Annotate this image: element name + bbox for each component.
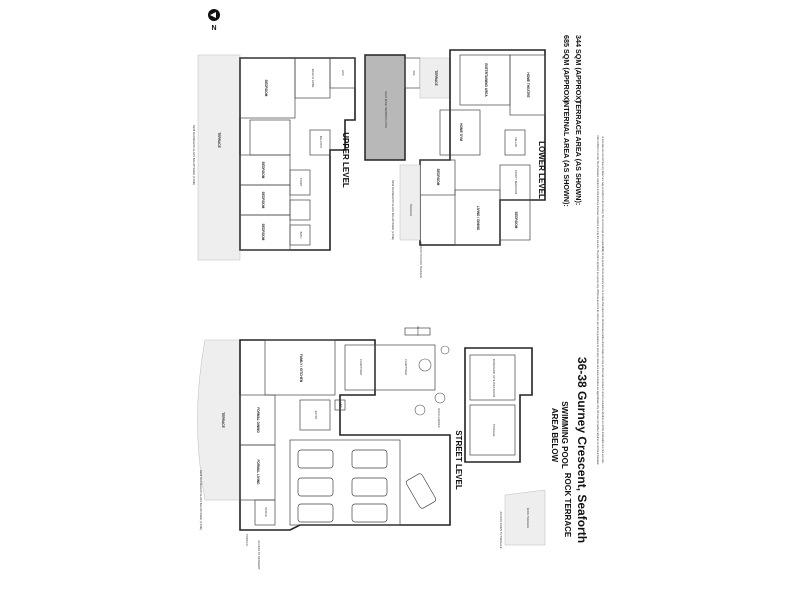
courtyard-1: COURTYARD (359, 359, 363, 375)
street-level-title: STREET LEVEL (454, 430, 463, 490)
lower-level-title: LOWER LEVEL (537, 141, 546, 199)
entry: ENTRY (314, 411, 318, 420)
office: OFFICE (264, 507, 268, 517)
terrace-area-value: 344 SQM (APPROX) (574, 35, 583, 103)
courtyard-2: COURTYARD (404, 359, 408, 375)
internal-area-value: 685 SQM (APPROX) (562, 35, 571, 103)
access-driveway-note: ACCESS TO DRIVEWAY (257, 540, 261, 569)
portico: PORTICO (245, 534, 249, 546)
formal-dining: FORMAL DINING (256, 407, 260, 433)
home-theatre: HOME THEATRE (526, 72, 530, 97)
garage (289, 439, 401, 526)
upper-bedroom-3: BEDROOM (261, 192, 265, 209)
lower-level-plan: HEAT EDGE SWIMMING POOL SPA TERRACE ENTE… (364, 49, 546, 278)
street-level-plan: TERRACE SEMI FRAMELESS GLASS BALUSTRADE … (197, 326, 572, 570)
address-title: 36-38 Gurney Crescent, Seaforth (575, 357, 589, 543)
lift: LIFT (339, 402, 343, 408)
pool-label: HEAT EDGE SWIMMING POOL (384, 91, 388, 129)
upper-ens: ENS (341, 70, 345, 76)
disclaimer-line-1: DISCLAIMER CLAUSE The information contai… (596, 135, 599, 465)
area-stats: INTERNAL AREA (AS SHOWN): 685 SQM (APPRO… (562, 35, 583, 207)
upper-bedroom-1: BEDROOM (264, 80, 268, 97)
spa-label: SPA (412, 71, 416, 76)
area-below-line-2: SWIMMING POOL (560, 401, 569, 469)
lower-bedroom-1: BEDROOM (436, 169, 440, 186)
lower-access-note: ACCESS TO ROCK TERRACE (419, 242, 423, 278)
north-label: N (211, 25, 216, 32)
rock-terrace-title: ROCK TERRACE (563, 473, 572, 538)
upper-bedroom-4: BEDROOM (261, 224, 265, 241)
terrace-area-label: TERRACE AREA (AS SHOWN): (574, 100, 583, 205)
upper-bath: BATH (299, 232, 303, 239)
formal-living: FORMAL LIVING (256, 459, 260, 485)
upper-bedroom-2: BEDROOM (261, 162, 265, 179)
rock-terrace-inner: ROCK TERRACE (526, 508, 530, 529)
living-dining: LIVING / DINING (476, 206, 480, 231)
outbuilding (464, 347, 533, 463)
access-rock-note: ACCESS DOWN TO TERRACE (499, 512, 503, 549)
rock-terrace (504, 489, 546, 546)
area-below-line-1: AREA BELOW (550, 408, 559, 463)
bench: BENCH (416, 326, 420, 335)
workshop: WORKSHOP / UTILITIES ROOM (492, 359, 496, 397)
upper-level-plan: TERRACE SEMI FRAMELESS GLASS BALUSTRADE … (192, 54, 356, 261)
upper-terrace (197, 54, 241, 261)
garden-plants (414, 345, 450, 416)
family-kitchen: FAMILY / KITCHEN (299, 354, 303, 383)
lower-glass-note: SEMI FRAMELESS GLASS BALUSTRADE (1.0MH) (391, 180, 395, 240)
rock-garden: ROCK GARDEN (437, 408, 441, 427)
street-glass-note: SEMI FRAMELESS GLASS BALUSTRADE (1.0MH) (199, 470, 203, 530)
street-terrace: TERRACE (221, 412, 225, 427)
disclaimer-line-2: is accurate and do not have any belief o… (601, 136, 604, 464)
swimming-pool (364, 54, 406, 161)
upper-balcony: BALCONY (319, 136, 323, 149)
upper-glass-note: SEMI FRAMELESS GLASS BALUSTRADE (1.0MH) (192, 125, 196, 185)
upper-level-title: UPPER LEVEL (341, 132, 350, 188)
cellar: CELLAR (514, 137, 518, 147)
entertaining-area: ENTERTAINING AREA (484, 63, 488, 97)
upper-terrace-label: TERRACE (217, 132, 221, 147)
lower-terrace-2: TERRACE (409, 204, 413, 217)
upper-wir: WALK IN ROBE (311, 69, 315, 88)
home-gym: HOME GYM (459, 123, 463, 141)
north-arrow-icon: N (208, 9, 220, 32)
storage: STORAGE (492, 424, 496, 437)
internal-area-label: INTERNAL AREA (AS SHOWN): (562, 100, 571, 207)
upper-study: STUDY (299, 178, 303, 187)
lower-terrace-1: TERRACE (434, 70, 438, 85)
lower-bedroom-2: BEDROOM (514, 212, 518, 229)
study-bedroom: STUDY / BEDROOM (514, 170, 518, 194)
